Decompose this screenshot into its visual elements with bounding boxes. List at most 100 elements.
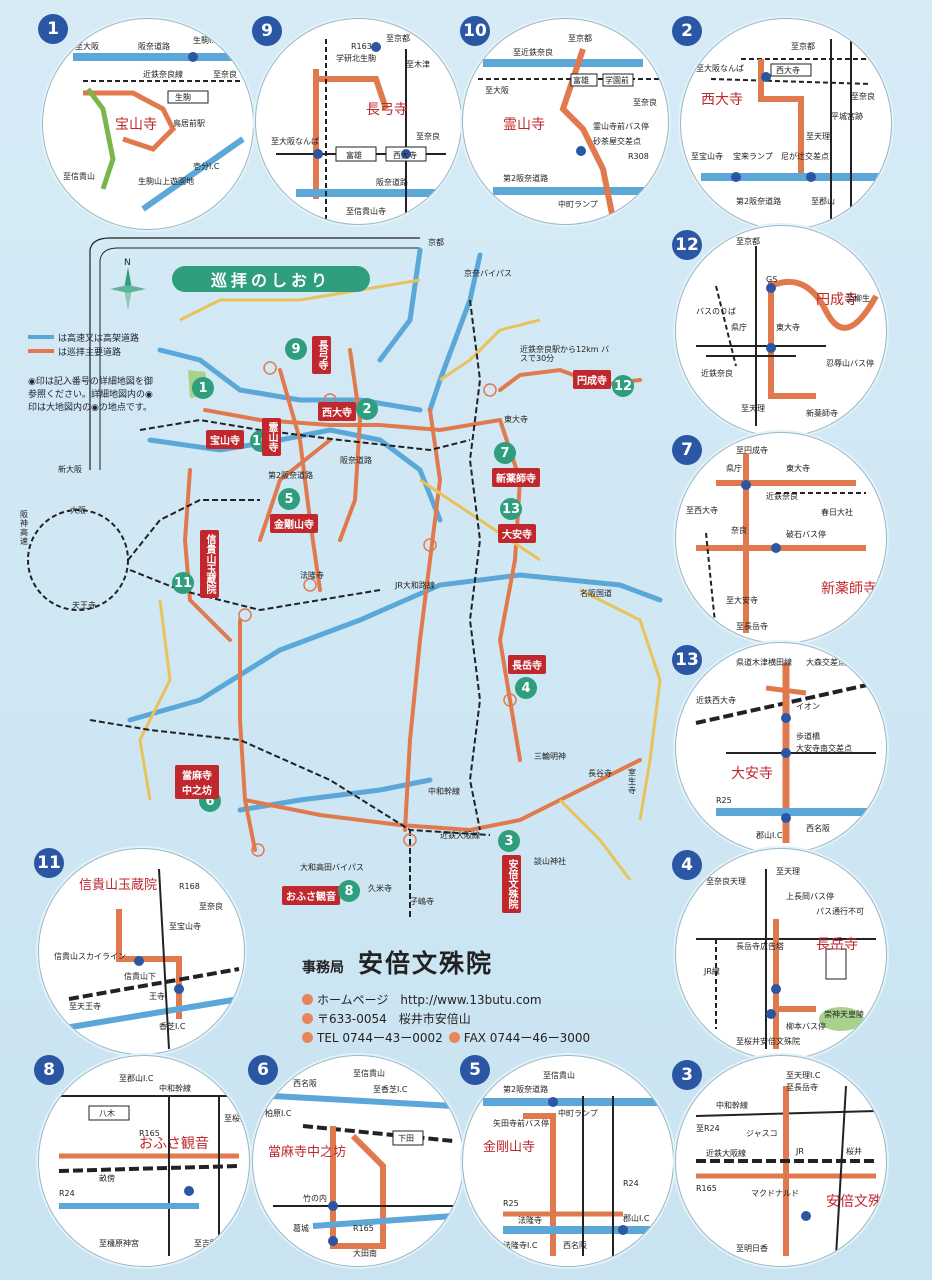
map-marker-3[interactable]: 3 <box>498 830 520 852</box>
map-label-miwa: 三輪明神 <box>534 752 566 761</box>
map-tag-temple-10[interactable]: 霊山寺 <box>262 418 281 456</box>
svg-text:至奈良: 至奈良 <box>199 901 223 911</box>
svg-text:第2阪奈道路: 第2阪奈道路 <box>503 173 548 183</box>
inset-map-5[interactable]: 金剛山寺 至信貴山 第2阪奈道路 中町ランプ 矢田寺前バス停 R25 法隆寺 法… <box>462 1055 674 1267</box>
map-tag-temple-8[interactable]: おふさ観音 <box>282 886 340 905</box>
office-info: 事務局 安倍文殊院 ホームページ http://www.13butu.com 〒… <box>302 944 632 1047</box>
svg-text:至近鉄奈良: 至近鉄奈良 <box>513 47 553 57</box>
map-marker-5[interactable]: 5 <box>278 488 300 510</box>
map-tag-temple-2[interactable]: 西大寺 <box>318 402 356 421</box>
inset-map-11[interactable]: 信貴山玉蔵院 R168 至奈良 至宝山寺 信貴山下 王寺 至天王寺 香芝I.C … <box>38 848 245 1055</box>
bullet-icon <box>302 1013 313 1024</box>
svg-text:大安寺南交差点: 大安寺南交差点 <box>796 743 852 753</box>
svg-text:至香芝I.C: 至香芝I.C <box>373 1084 408 1094</box>
map-marker-2[interactable]: 2 <box>356 398 378 420</box>
svg-text:法隆寺I.C: 法隆寺I.C <box>503 1240 538 1250</box>
office-homepage[interactable]: ホームページ http://www.13butu.com <box>317 993 542 1007</box>
svg-text:至長岳寺: 至長岳寺 <box>786 1082 818 1092</box>
svg-text:八木: 八木 <box>99 1108 115 1118</box>
map-tag-temple-6[interactable]: 當麻寺中之坊 <box>175 765 219 799</box>
svg-text:R168: R168 <box>179 882 200 891</box>
svg-text:R25: R25 <box>503 1199 519 1208</box>
inset-map-7[interactable]: 新薬師寺 至円成寺 東大寺 県庁 近鉄奈良 春日大社 至西大寺 奈良 破石バス停… <box>675 432 887 644</box>
map-tag-temple-5[interactable]: 金剛山寺 <box>270 514 318 533</box>
inset-map-10[interactable]: 霊山寺 至京都 至近鉄奈良 富雄 学園前 至大阪 至奈良 霊山寺前バス停 砂茶屋… <box>462 18 669 225</box>
inset-map-4[interactable]: 長岳寺 至天理 至奈良天理 上長岡バス停 パス通行不可 JR線 長岳寺広告塔 柳… <box>675 848 887 1060</box>
svg-text:至京都: 至京都 <box>791 41 815 51</box>
map-label-meihan: 名阪国道 <box>580 589 612 598</box>
map-tag-temple-4[interactable]: 長岳寺 <box>508 655 546 674</box>
map-marker-7[interactable]: 7 <box>494 442 516 464</box>
inset1-temple-label: 宝山寺 <box>115 117 157 133</box>
inset-map-2[interactable]: 西大寺 至京都 至大阪なんば 西大寺 至奈良 平城宮跡 至宝山寺 至天理 宝来ラ… <box>680 18 892 230</box>
office-header: 事務局 安倍文殊院 <box>302 944 632 980</box>
inset-number-12: 12 <box>672 230 702 260</box>
map-tag-temple-3[interactable]: 安倍文殊院 <box>502 855 521 913</box>
map-label-kumedera: 久米寺 <box>368 884 392 893</box>
inset-map-8[interactable]: おふさ観音 至郡山I.C 中和幹線 八木 至桜井 R165 畝傍 R24 至橿原… <box>38 1055 250 1267</box>
svg-text:至橿原神宮: 至橿原神宮 <box>99 1238 139 1248</box>
map-label-koshimadera: 子嶋寺 <box>410 897 434 906</box>
inset-number-6: 6 <box>248 1055 278 1085</box>
map-label-second-hanna: 第2阪奈道路 <box>268 471 314 480</box>
svg-text:西名阪: 西名阪 <box>563 1240 587 1250</box>
map-marker-8[interactable]: 8 <box>338 880 360 902</box>
map-marker-9[interactable]: 9 <box>285 338 307 360</box>
svg-text:富雄: 富雄 <box>573 75 589 85</box>
main-road-swatch <box>28 349 54 353</box>
svg-text:宝来ランプ: 宝来ランプ <box>733 151 773 161</box>
map-marker-4[interactable]: 4 <box>515 677 537 699</box>
map-marker-12[interactable]: 12 <box>612 375 634 397</box>
svg-text:至大阪: 至大阪 <box>485 85 509 95</box>
svg-text:至奈良: 至奈良 <box>213 69 237 79</box>
svg-text:至桜井: 至桜井 <box>224 1113 248 1123</box>
svg-text:至円成寺: 至円成寺 <box>736 445 768 455</box>
svg-text:大田南: 大田南 <box>353 1248 377 1258</box>
map-tag-temple-12[interactable]: 円成寺 <box>573 370 611 389</box>
svg-text:桜井: 桜井 <box>846 1146 862 1156</box>
svg-text:至奈良: 至奈良 <box>633 97 657 107</box>
svg-text:至奈良: 至奈良 <box>851 91 875 101</box>
svg-text:近鉄奈良線: 近鉄奈良線 <box>143 69 183 79</box>
svg-text:西名阪: 西名阪 <box>806 823 830 833</box>
map-marker-1[interactable]: 1 <box>192 377 214 399</box>
inset-map-3[interactable]: 安倍文殊院 至天理I.C 至長岳寺 中和幹線 至R24 ジャスコ JR 桜井 近… <box>675 1055 887 1267</box>
svg-text:N: N <box>124 258 131 268</box>
map-marker-11[interactable]: 11 <box>172 572 194 594</box>
svg-text:葛城: 葛城 <box>293 1223 309 1233</box>
svg-text:至天理I.C: 至天理I.C <box>786 1071 821 1080</box>
inset-map-6[interactable]: 當麻寺中之坊 至信貴山 西名阪 至香芝I.C 柏原I.C 下田 竹の内 R165… <box>252 1055 464 1267</box>
inset-number-1: 1 <box>38 14 68 44</box>
map-tag-temple-13[interactable]: 大安寺 <box>498 524 536 543</box>
map-marker-13[interactable]: 13 <box>500 498 522 520</box>
inset7-temple-label: 新薬師寺 <box>821 581 877 597</box>
legend-main-road-label: は巡拝主要道路 <box>58 347 122 358</box>
svg-text:阪奈道路: 阪奈道路 <box>138 41 170 51</box>
highway-swatch <box>28 335 54 339</box>
svg-text:至郡山: 至郡山 <box>811 196 835 206</box>
svg-text:畝傍: 畝傍 <box>99 1173 115 1183</box>
svg-text:信貴山スカイライン: 信貴山スカイライン <box>54 951 126 961</box>
svg-text:第2阪奈道路: 第2阪奈道路 <box>736 196 781 206</box>
svg-text:至奈良: 至奈良 <box>416 131 440 141</box>
map-tag-temple-9[interactable]: 長弓寺 <box>312 336 331 374</box>
inset5-temple-label: 金剛山寺 <box>483 1139 535 1155</box>
inset-map-13[interactable]: 大安寺 県道木津横田線 大森交差点 近鉄西大寺 イオン 歩道橋 大安寺南交差点 … <box>675 642 887 854</box>
svg-text:R165: R165 <box>353 1224 374 1233</box>
svg-text:イオン: イオン <box>796 702 820 711</box>
svg-text:矢田寺前バス停: 矢田寺前バス停 <box>493 1118 549 1128</box>
inset-map-9[interactable]: 長弓寺 至京都 至木津 R163 学研北生駒 至奈良 富雄 西大寺 阪奈道路 至… <box>255 18 462 225</box>
svg-text:バスのりば: バスのりば <box>696 307 736 316</box>
svg-text:至京都: 至京都 <box>568 33 592 43</box>
map-tag-temple-7[interactable]: 新薬師寺 <box>492 468 540 487</box>
office-fax: FAX 0744ー46ー3000 <box>463 1031 591 1045</box>
inset-map-12[interactable]: 円成寺 至京都 GS バスのりば 至柳生 県庁 東大寺 近鉄奈良 忍辱山バス停 … <box>675 225 887 437</box>
map-tag-temple-11[interactable]: 信貴山玉蔵院 <box>200 530 219 598</box>
svg-text:東大寺: 東大寺 <box>786 463 810 473</box>
inset9-temple-label: 長弓寺 <box>366 102 408 118</box>
map-tag-temple-1[interactable]: 宝山寺 <box>206 430 244 449</box>
svg-text:至西大寺: 至西大寺 <box>686 505 718 515</box>
map-label-keina-bypass: 京奈バイパス <box>464 269 512 278</box>
inset-map-1[interactable]: 宝山寺 至大阪 阪奈道路 生駒I.C 至奈良 近鉄奈良線 生駒 至信貴山 生駒山… <box>42 18 254 230</box>
